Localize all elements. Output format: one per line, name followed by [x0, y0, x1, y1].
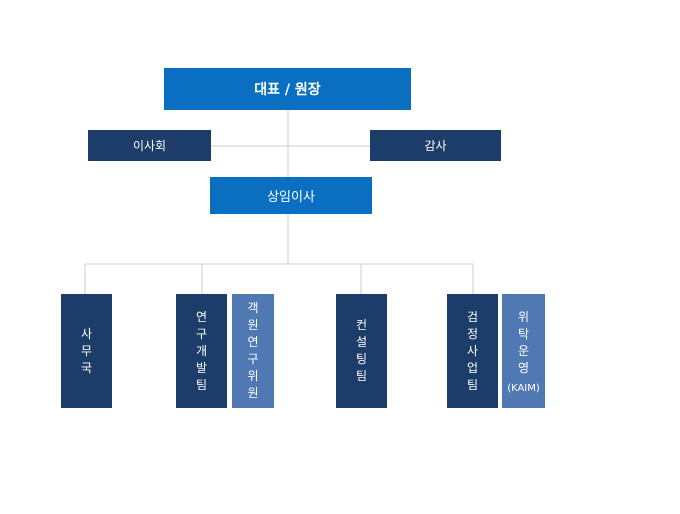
- dept-label: 연 구 개 발 팀: [195, 309, 208, 392]
- dept-consulting-team: 컨 설 팅 팀: [336, 294, 387, 408]
- dept-contract-operation: 위 탁 운 영 (KAIM): [502, 294, 545, 408]
- audit-box: 감사: [370, 130, 501, 161]
- board-box: 이사회: [88, 130, 211, 161]
- dept-label: 객 원 연 구 위 원: [247, 301, 259, 400]
- executive-label: 상임이사: [267, 190, 315, 205]
- dept-visiting-researchers: 객 원 연 구 위 원: [232, 294, 274, 408]
- dept-certification-team: 검 정 사 업 팀: [447, 294, 498, 408]
- dept-secretariat: 사 무 국: [61, 294, 112, 408]
- ceo-label: 대표 / 원장: [254, 82, 321, 98]
- executive-box: 상임이사: [210, 177, 372, 214]
- dept-sublabel: (KAIM): [507, 382, 540, 394]
- dept-label: 사 무 국: [80, 326, 93, 375]
- dept-rnd-team: 연 구 개 발 팀: [176, 294, 227, 408]
- audit-label: 감사: [424, 139, 447, 153]
- dept-label: 컨 설 팅 팀: [355, 318, 368, 383]
- dept-label: 검 정 사 업 팀: [466, 309, 479, 392]
- board-label: 이사회: [132, 139, 167, 153]
- dept-label: 위 탁 운 영: [517, 309, 530, 375]
- ceo-box: 대표 / 원장: [164, 68, 411, 110]
